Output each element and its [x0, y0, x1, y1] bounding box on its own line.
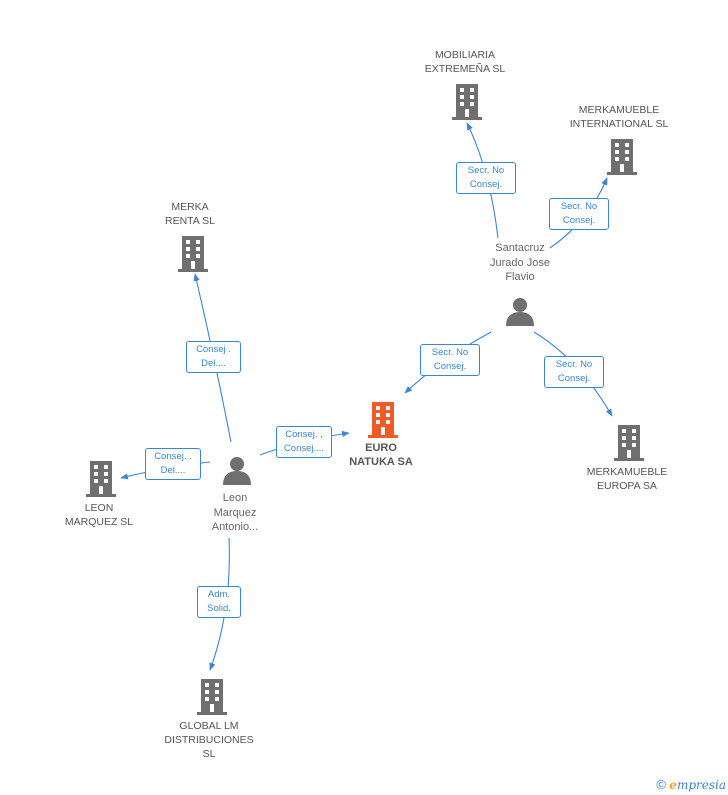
- node-label-santacruz[interactable]: Santacruz Jurado Jose Flavio: [490, 242, 550, 283]
- building-icon: [607, 139, 637, 175]
- copyright-icon: ©: [656, 777, 666, 792]
- edge-label-santacruz-europa: Secr. No Consej.: [544, 356, 604, 388]
- edge-label-leon-global: Adm. Solid.: [197, 586, 241, 618]
- building-icon: [86, 461, 116, 497]
- node-label-merkamueble-europa[interactable]: MERKAMUEBLE EUROPA SA: [586, 466, 668, 492]
- node-label-mobiliaria[interactable]: MOBILIARIA EXTREMEÑA SL: [424, 49, 506, 75]
- edge-label-leon-euro: Consej. , Consej....: [276, 426, 332, 458]
- node-label-global-lm[interactable]: GLOBAL LM DISTRIBUCIONES SL: [164, 720, 254, 760]
- building-icon: [368, 402, 398, 438]
- edge-label-santacruz-mobiliaria: Secr. No Consej.: [456, 162, 516, 194]
- node-label-merka-renta[interactable]: MERKA RENTA SL: [165, 201, 215, 227]
- edge-label-santacruz-merkamueble-int: Secr. No Consej.: [549, 198, 609, 230]
- edge-label-santacruz-euro: Secr. No Consej.: [420, 344, 480, 376]
- edge-label-leon-leon-sl: Consej. . Del....: [145, 448, 201, 480]
- building-icon: [197, 679, 227, 715]
- node-label-leon-marquez-sl[interactable]: LEON MARQUEZ SL: [64, 502, 134, 528]
- node-label-leon-marquez[interactable]: Leon Marquez Antonio...: [211, 492, 259, 533]
- footer-credit: © empresia: [656, 777, 726, 792]
- node-label-merkamueble-international[interactable]: MERKAMUEBLE INTERNATIONAL SL: [569, 104, 669, 130]
- brand-logo[interactable]: empresia: [669, 778, 726, 792]
- building-icon: [178, 236, 208, 272]
- building-icon: [614, 425, 644, 461]
- edge-label-leon-merka-renta: Consej . Del....: [186, 341, 241, 373]
- person-icon: [223, 457, 251, 485]
- person-icon: [506, 298, 534, 326]
- building-icon: [452, 84, 482, 120]
- node-label-euro-natuka[interactable]: EURO NATUKA SA: [349, 442, 413, 468]
